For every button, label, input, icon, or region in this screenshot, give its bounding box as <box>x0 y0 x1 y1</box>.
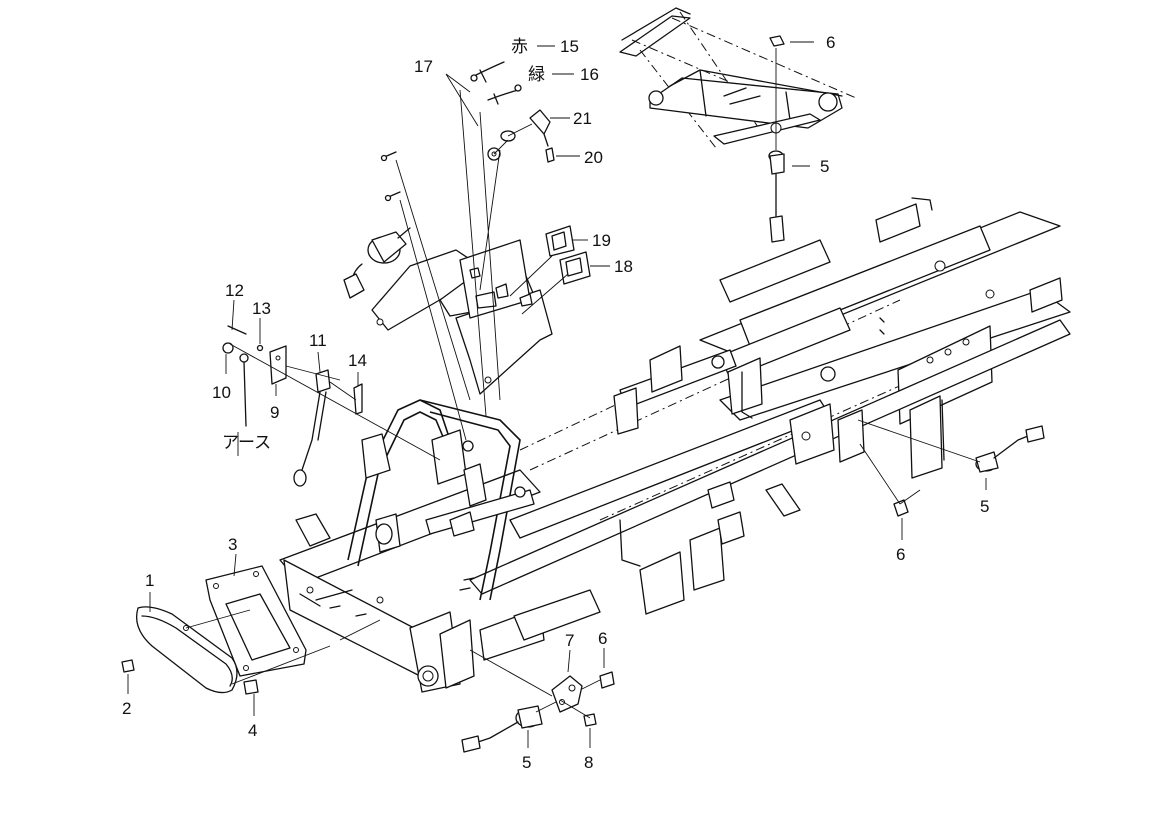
callout-7: 7 <box>565 631 574 650</box>
switch-18 <box>559 251 591 285</box>
part-12 <box>227 325 247 335</box>
callout-5-bottom: 5 <box>522 753 531 772</box>
screw-4 <box>243 679 259 695</box>
callout-14: 14 <box>348 351 367 370</box>
callout-labels: 1 2 3 4 5 5 5 6 6 6 7 8 9 10 11 12 13 14… <box>122 33 989 772</box>
small-screws <box>380 151 401 202</box>
callout-6-bottom: 6 <box>598 629 607 648</box>
callout-12: 12 <box>225 281 244 300</box>
callout-6-top: 6 <box>826 33 835 52</box>
part-13 <box>256 344 264 352</box>
callout-1: 1 <box>145 571 154 590</box>
callout-9: 9 <box>270 403 279 422</box>
front-frame <box>279 399 601 693</box>
cover-plate-3 <box>205 565 307 677</box>
wire-15-red <box>470 61 505 83</box>
callout-6-right: 6 <box>896 545 905 564</box>
callout-leaders <box>127 41 987 748</box>
callout-15: 15 <box>560 37 579 56</box>
pin-20 <box>545 147 555 163</box>
callout-13: 13 <box>252 299 271 318</box>
part-11 <box>293 369 331 487</box>
nut-6-top <box>769 35 785 47</box>
leader-lines-dash <box>395 89 569 441</box>
callout-20: 20 <box>584 148 603 167</box>
wire-16-green <box>487 84 522 105</box>
note-earth: アース <box>222 433 271 453</box>
callout-18: 18 <box>614 257 633 276</box>
callout-11: 11 <box>309 331 327 350</box>
nut-washer <box>487 130 516 161</box>
callout-17: 17 <box>414 57 433 76</box>
switch-19 <box>545 225 575 257</box>
leader-lines-hour-meter <box>229 343 441 461</box>
part-9 <box>269 345 287 385</box>
bolt-8 <box>559 699 597 727</box>
callout-2: 2 <box>122 699 131 718</box>
cover-lens-1 <box>135 606 238 694</box>
note-green: 緑 <box>528 65 545 85</box>
main-chassis-frame <box>469 197 1071 615</box>
callout-16: 16 <box>580 65 599 84</box>
ignition-key-switch <box>343 227 411 299</box>
callout-19: 19 <box>592 231 611 250</box>
bracket-7 <box>551 675 583 713</box>
part-10 <box>222 342 249 427</box>
dash-panels <box>371 239 553 395</box>
key-part-21 <box>529 109 551 147</box>
screw-2 <box>121 659 135 673</box>
sensor-5-right <box>857 419 1045 473</box>
callout-21: 21 <box>573 109 592 128</box>
leader-line-bracket <box>469 649 553 697</box>
callout-10: 10 <box>212 383 231 402</box>
callout-5-right: 5 <box>980 497 989 516</box>
callout-5-top: 5 <box>820 157 829 176</box>
callout-3: 3 <box>228 535 237 554</box>
callout-8: 8 <box>584 753 593 772</box>
nut-6-right <box>859 443 921 517</box>
seat-bracket-frame <box>619 7 857 149</box>
sensor-5-top <box>768 48 785 243</box>
part-14 <box>353 383 363 415</box>
note-red: 赤 <box>511 37 528 57</box>
sensor-5-bottom <box>461 679 601 753</box>
nut-6-bottom <box>599 671 615 689</box>
leader-lines-covers <box>185 609 381 685</box>
callout-4: 4 <box>248 721 257 740</box>
